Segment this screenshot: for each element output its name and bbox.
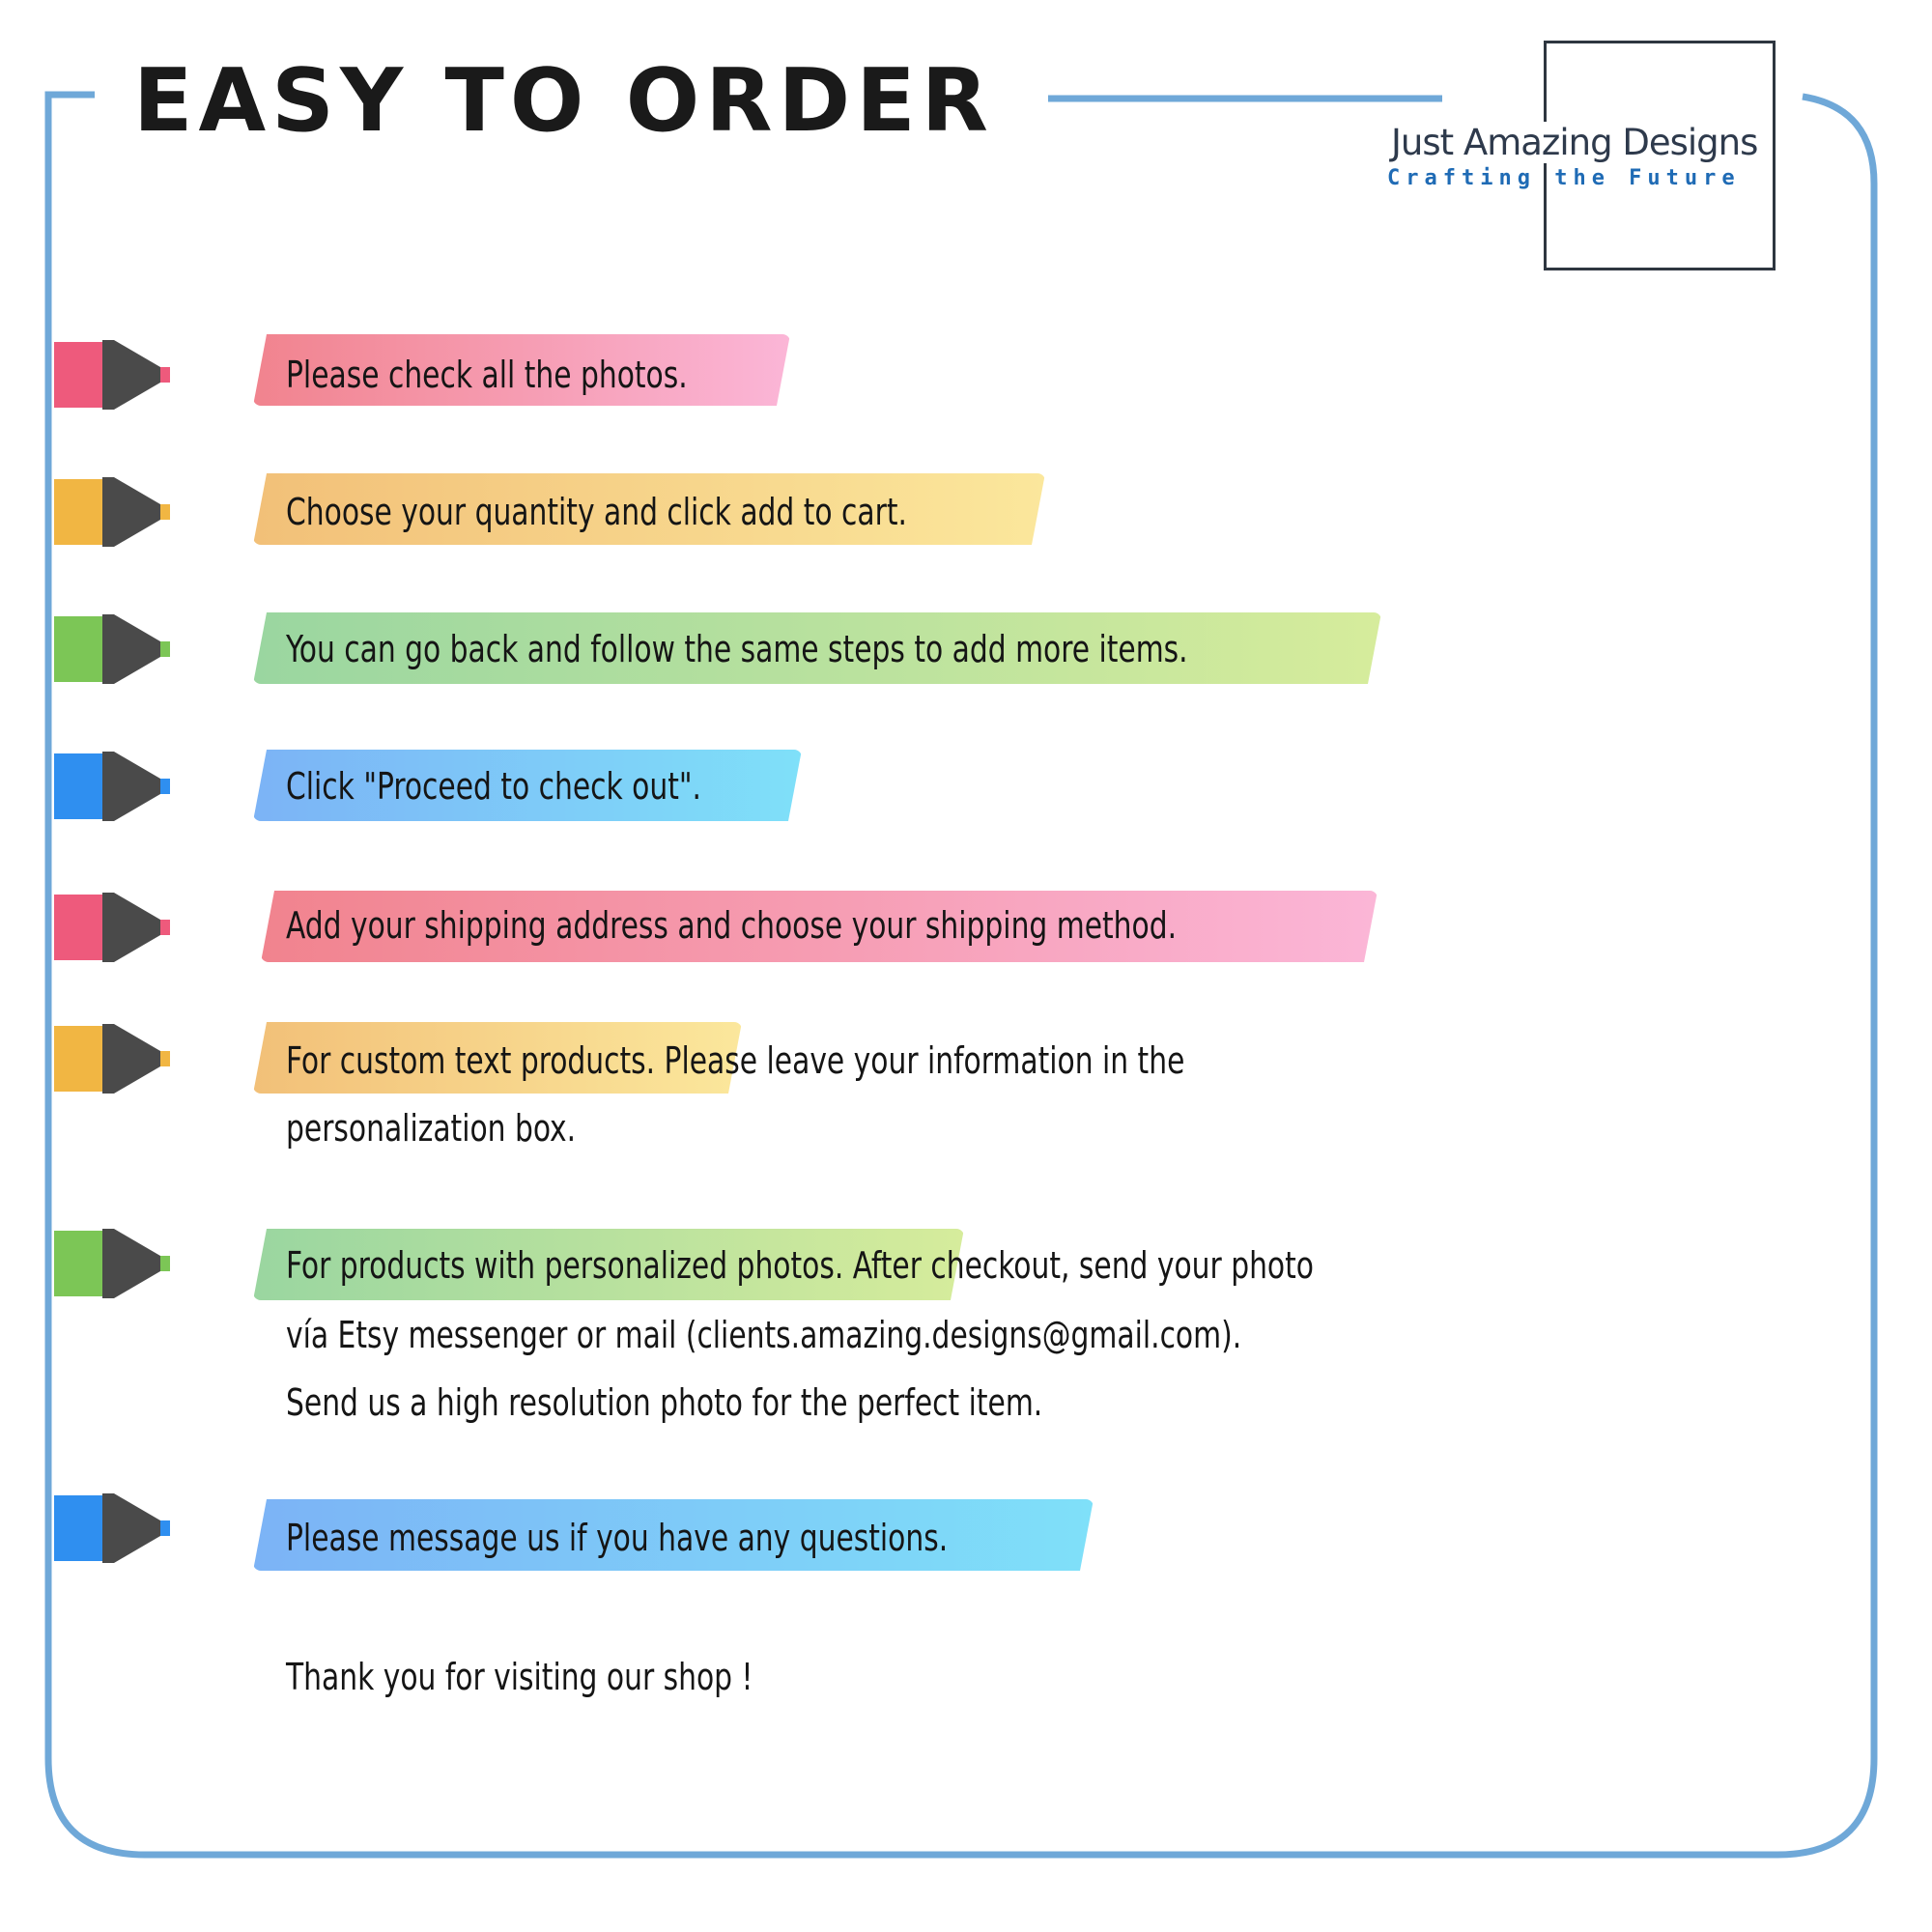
step-highlight: [253, 1229, 964, 1300]
step-text-highlighted: For custom text products.: [286, 1039, 656, 1082]
highlighter-marker-icon: [54, 1493, 170, 1563]
logo-name: Just Amazing Designs: [1387, 122, 1762, 163]
step-text-line1: For custom text products. Please leave y…: [286, 1026, 1184, 1095]
logo-tagline: Crafting the Future: [1387, 166, 1741, 190]
step-highlight: [253, 1499, 1094, 1571]
highlighter-marker-icon: [54, 614, 170, 684]
highlighter-marker-icon: [54, 752, 170, 821]
highlighter-marker-icon: [54, 477, 170, 547]
step-text-highlighted: For products with personalized photos.: [286, 1244, 844, 1287]
step-text-line2: personalization box.: [286, 1107, 577, 1150]
thank-you-text: Thank you for visiting our shop !: [286, 1656, 753, 1698]
step-highlight: [253, 750, 802, 821]
step-highlight: [253, 334, 790, 406]
step-text-line3: Send us a high resolution photo for the …: [286, 1381, 1043, 1424]
step-text: Please check all the photos.: [286, 354, 688, 396]
step-text-rest: Please leave your information in the: [664, 1039, 1185, 1082]
highlighter-marker-icon: [54, 1229, 170, 1298]
step-text: Please message us if you have any questi…: [286, 1517, 949, 1559]
step-text: Choose your quantity and click add to ca…: [286, 491, 907, 533]
step-text-rest: After checkout, send your photo: [852, 1244, 1314, 1287]
highlighter-marker-icon: [54, 893, 170, 962]
step-highlight: [261, 891, 1378, 962]
page-title: EASY TO ORDER: [133, 50, 994, 152]
step-text: Click "Proceed to check out".: [286, 765, 701, 808]
highlighter-marker-icon: [54, 340, 170, 410]
step-highlight: [253, 612, 1381, 684]
highlighter-marker-icon: [54, 1024, 170, 1094]
step-text: You can go back and follow the same step…: [286, 628, 1188, 670]
step-text: Add your shipping address and choose you…: [286, 904, 1178, 947]
step-highlight: [253, 473, 1045, 545]
step-highlight: [253, 1022, 742, 1094]
step-text-line2: vía Etsy messenger or mail (clients.amaz…: [286, 1314, 1242, 1356]
step-text-line1: For products with personalized photos. A…: [286, 1231, 1314, 1300]
